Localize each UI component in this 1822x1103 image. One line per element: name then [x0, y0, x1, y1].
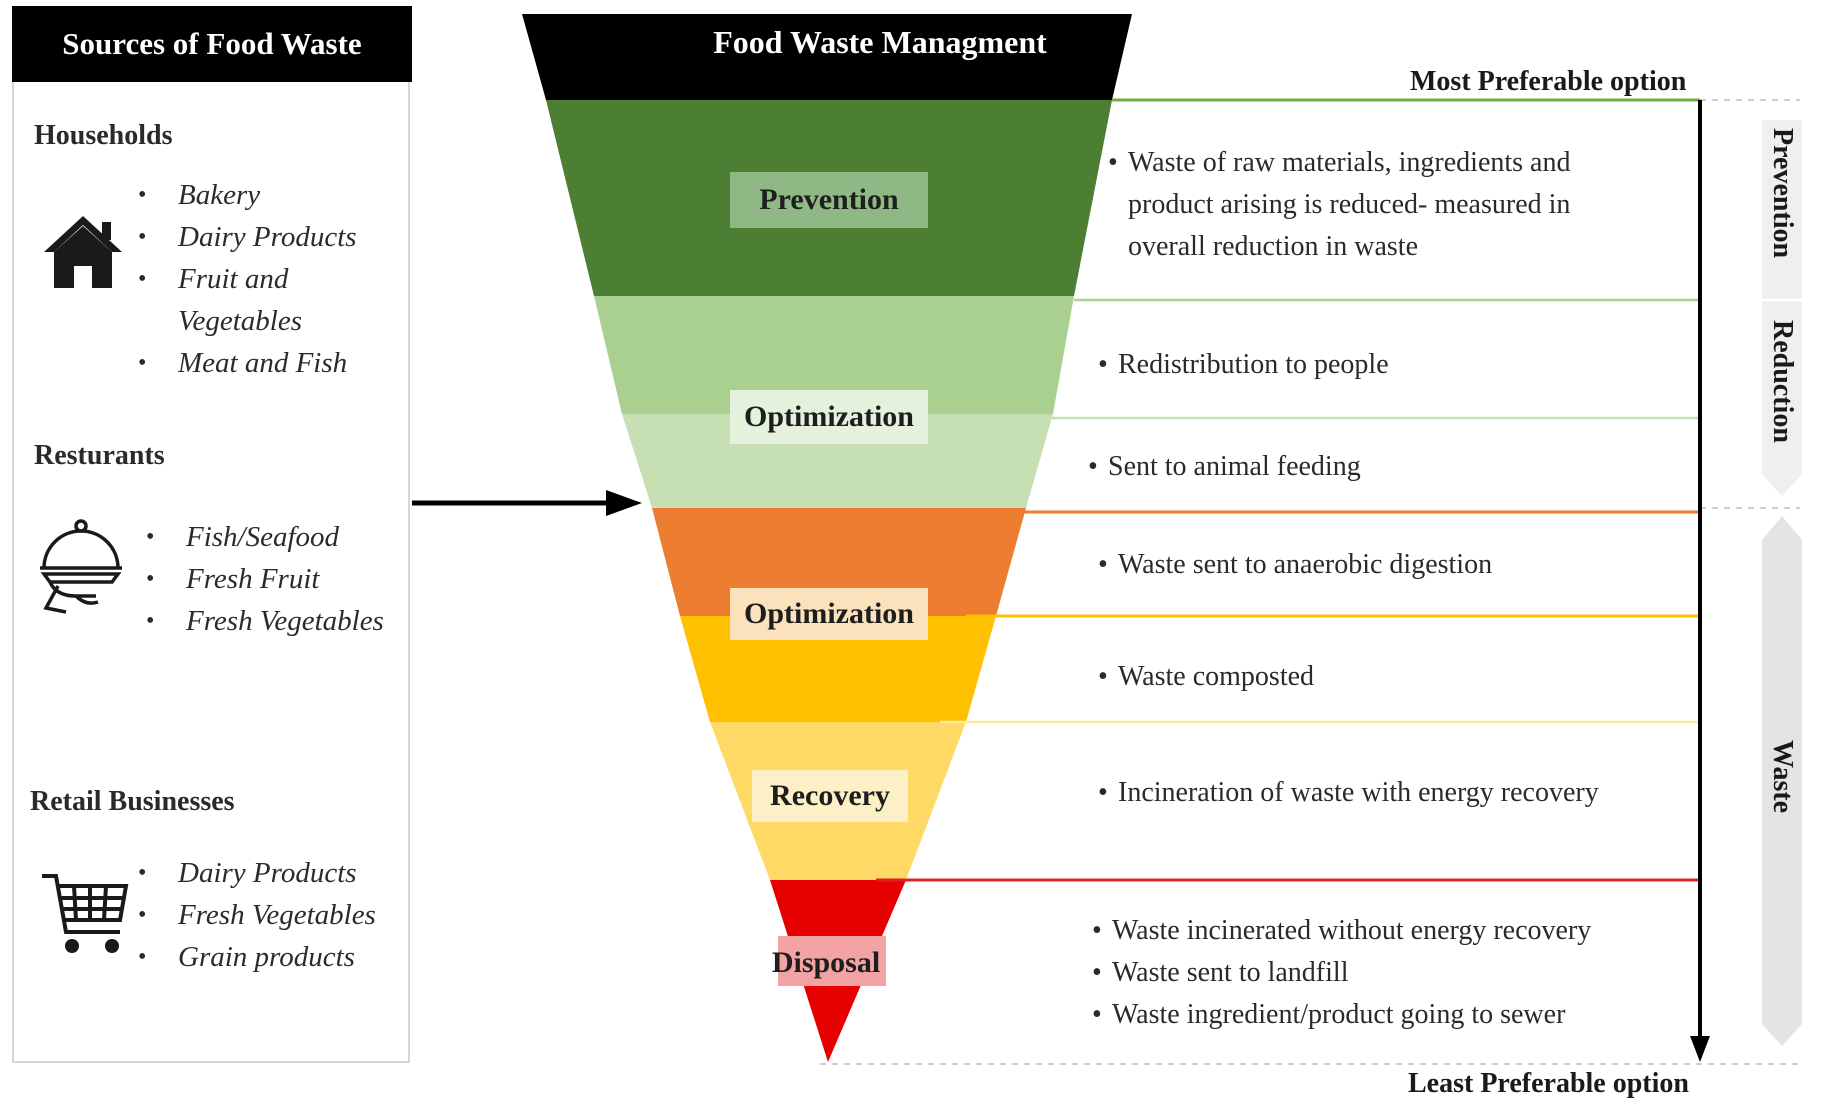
funnel-band-optimization-yellow	[680, 616, 996, 722]
desc-animal-feeding: Sent to animal feeding	[1088, 446, 1648, 488]
retail-list: Dairy Products Fresh Vegetables Grain pr…	[138, 852, 398, 978]
stage-label-prevention: Prevention	[730, 172, 928, 228]
funnel-band-optimization-green-1	[594, 296, 1074, 414]
group-title-retail: Retail Businesses	[30, 786, 235, 817]
serving-cloche-icon	[40, 519, 122, 614]
most-preferable-label: Most Preferable option	[1410, 66, 1687, 97]
list-item: Dairy Products	[138, 216, 398, 258]
desc-disposal: Waste incinerated without energy recover…	[1092, 910, 1682, 1036]
shopping-cart-icon	[42, 874, 129, 953]
funnel-title: Food Waste Managment	[713, 24, 1047, 60]
stage-label-optimization-2: Optimization	[730, 588, 928, 640]
desc-item: Waste sent to landfill	[1092, 952, 1682, 994]
flow-arrow-icon	[412, 490, 642, 516]
funnel-header-band	[522, 14, 1132, 100]
side-tab-prevention-label: Prevention	[1767, 128, 1798, 259]
list-item: Fresh Fruit	[146, 558, 406, 600]
list-item: Fresh Vegetables	[138, 894, 398, 936]
house-icon	[44, 216, 122, 288]
side-tab-waste	[1762, 516, 1802, 1046]
restaurants-list: Fish/Seafood Fresh Fruit Fresh Vegetable…	[146, 516, 406, 642]
list-item: Bakery	[138, 174, 398, 216]
side-tab-prevention-reduction	[1762, 120, 1802, 496]
desc-composted: Waste composted	[1098, 656, 1658, 698]
preference-arrow-head	[1690, 1036, 1710, 1062]
desc-item: Waste composted	[1098, 656, 1658, 698]
desc-item: Incineration of waste with energy recove…	[1098, 772, 1678, 814]
stage-label-optimization-1: Optimization	[730, 390, 928, 444]
side-tab-waste-label: Waste	[1767, 740, 1798, 814]
side-tab-reduction-label: Reduction	[1767, 320, 1798, 443]
stage-label-recovery: Recovery	[752, 770, 908, 822]
desc-redistribution: Redistribution to people	[1098, 344, 1658, 386]
desc-item: Waste incinerated without energy recover…	[1092, 910, 1682, 952]
list-item: Grain products	[138, 936, 398, 978]
group-title-restaurants: Resturants	[34, 440, 165, 471]
funnel-band-optimization-green-2	[622, 414, 1053, 508]
list-item: Fruit and Vegetables	[138, 258, 398, 342]
desc-item: Sent to animal feeding	[1088, 446, 1648, 488]
desc-anaerobic: Waste sent to anaerobic digestion	[1098, 544, 1658, 586]
desc-item: Waste of raw materials, ingredients and …	[1108, 142, 1628, 268]
desc-incineration-recovery: Incineration of waste with energy recove…	[1098, 772, 1678, 814]
households-list: Bakery Dairy Products Fruit and Vegetabl…	[138, 174, 398, 384]
desc-item: Waste sent to anaerobic digestion	[1098, 544, 1658, 586]
list-item: Meat and Fish	[138, 342, 398, 384]
list-item: Dairy Products	[138, 852, 398, 894]
sources-title: Sources of Food Waste	[12, 6, 412, 82]
group-title-households: Households	[34, 120, 173, 151]
list-item: Fresh Vegetables	[146, 600, 406, 642]
desc-prevention: Waste of raw materials, ingredients and …	[1108, 142, 1628, 268]
desc-item: Redistribution to people	[1098, 344, 1658, 386]
stage-label-disposal: Disposal	[771, 946, 881, 979]
funnel-disposal-highlight	[778, 936, 886, 986]
desc-item: Waste ingredient/product going to sewer	[1092, 994, 1682, 1036]
list-item: Fish/Seafood	[146, 516, 406, 558]
least-preferable-label: Least Preferable option	[1408, 1068, 1689, 1099]
